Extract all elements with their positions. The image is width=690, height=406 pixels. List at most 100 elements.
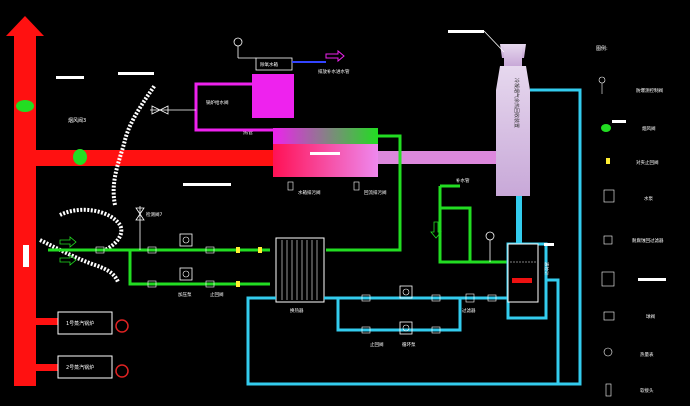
filter-icon[interactable] <box>465 293 475 303</box>
tower-label: 冷凝烟气余热回收装置 <box>513 78 520 128</box>
legend-label: 烟风阀 <box>642 125 656 132</box>
green-pipe <box>438 186 508 264</box>
tank-level-block <box>512 278 532 283</box>
legend-meter-icon <box>603 347 613 357</box>
burner-icon <box>115 364 129 378</box>
pump-icon[interactable] <box>399 321 413 335</box>
flex-hose <box>39 238 120 283</box>
tank-body <box>507 243 539 303</box>
pump-icon[interactable] <box>179 267 193 281</box>
magenta-pipe <box>194 82 273 132</box>
legend-label: 球阀 <box>646 313 655 320</box>
makeup-label: 排放补水进水管 <box>318 68 350 75</box>
legend-damper-icon <box>601 124 611 132</box>
legend-valve-icon <box>603 311 615 321</box>
pump-icon <box>402 288 410 296</box>
legend-check-icon <box>606 158 610 164</box>
horizontal-flue <box>36 150 276 166</box>
legend-gauge-icon <box>598 76 606 84</box>
valve-icon[interactable] <box>151 105 161 115</box>
valve-icon[interactable] <box>431 294 441 302</box>
label-bar <box>612 120 626 123</box>
valve-icon[interactable] <box>147 246 157 254</box>
boiler2-label: 2号蒸汽锅炉 <box>66 364 94 371</box>
valve-icon[interactable] <box>135 207 145 215</box>
label-bar <box>638 278 666 281</box>
check-valve-icon[interactable] <box>258 247 262 253</box>
valve-icon[interactable] <box>147 280 157 288</box>
boiler-2[interactable]: 2号蒸汽锅炉 <box>57 355 129 379</box>
drain-valve-icon[interactable] <box>353 181 360 191</box>
valve-icon[interactable] <box>205 246 215 254</box>
valve-icon[interactable] <box>95 246 105 254</box>
damper-icon[interactable] <box>16 100 34 112</box>
drain-valve-icon[interactable] <box>287 181 294 191</box>
legend-joint-icon <box>605 383 612 397</box>
label-bar <box>544 243 554 246</box>
legend-label: 防爆测控制阀 <box>636 87 663 94</box>
label-bar <box>23 245 29 267</box>
burner-icon <box>115 319 129 333</box>
legend-label: 对夹止回阀 <box>636 159 659 166</box>
deaerator-tank[interactable] <box>252 74 294 118</box>
legend-pump-icon <box>603 189 615 203</box>
plate-heat-exchanger[interactable]: 换热器 <box>275 237 325 314</box>
heat-recovery-unit: 热管 <box>243 128 506 177</box>
green-pipe <box>326 134 402 252</box>
legend-label: 耐腐蚀回过滤器 <box>632 237 664 244</box>
stop-valve2-label: 止回阀 <box>370 341 384 348</box>
boiler1-label: 1号蒸汽锅炉 <box>66 320 94 327</box>
exchanger-plates <box>281 240 318 300</box>
valve-icon[interactable] <box>431 326 441 334</box>
valve-icon[interactable] <box>487 294 497 302</box>
cyan-pipe <box>546 278 560 384</box>
label-bar <box>118 72 154 75</box>
exchanger-label: 换热器 <box>290 307 304 314</box>
pump-icon[interactable] <box>179 233 193 247</box>
stop-valve-label: 止回阀 <box>210 291 224 298</box>
gauge-icon[interactable] <box>485 231 495 241</box>
flex-hose <box>59 207 124 252</box>
boiler2-branch <box>36 364 66 371</box>
circ-pump-label: 循环泵 <box>402 341 416 348</box>
leader-line <box>483 30 505 53</box>
tower-neck <box>504 44 522 66</box>
flow-arrow <box>430 221 442 239</box>
valve-icon[interactable] <box>205 280 215 288</box>
valve-icon[interactable] <box>361 294 371 302</box>
tower-body <box>496 66 530 196</box>
flow-arrow <box>59 254 77 266</box>
label-bar <box>56 76 84 79</box>
pump-icon <box>182 270 190 278</box>
valve-icon[interactable] <box>361 326 371 334</box>
green-pipe <box>128 250 270 286</box>
check-valve-icon[interactable] <box>236 281 240 287</box>
makeup-water-label: 补水管 <box>456 177 470 184</box>
damper-icon[interactable] <box>73 149 87 165</box>
pump-icon <box>402 324 410 332</box>
tank-level-label: 液位计 <box>543 262 550 276</box>
flow-arrow <box>59 236 77 248</box>
water-tank[interactable]: 液位计 <box>507 243 554 303</box>
valve-icon[interactable] <box>159 105 169 115</box>
gauge-icon[interactable] <box>233 37 243 47</box>
main-flue-stack <box>14 34 36 386</box>
damper3-label: 烟风阀3 <box>68 117 86 124</box>
boiler-1[interactable]: 1号蒸汽锅炉 <box>57 311 129 335</box>
check-valve-icon[interactable] <box>236 247 240 253</box>
label-bar <box>448 30 484 33</box>
flex-hose <box>111 83 157 206</box>
boiler1-body <box>57 311 113 335</box>
valve-icon[interactable] <box>135 213 145 221</box>
boiler-feed-label: 锅炉给水阀 <box>206 99 229 106</box>
legend-label: 热量表 <box>640 351 654 358</box>
legend-label: 水泵 <box>644 195 653 202</box>
flex-hoses <box>39 83 157 283</box>
pump-icon[interactable] <box>399 285 413 299</box>
inflow-arrow <box>325 49 345 63</box>
legend: 图例: 防爆测控制阀 烟风阀 对夹止回阀 水泵 耐腐蚀回过滤器 球阀 热量表 软… <box>596 45 666 397</box>
outlet-flue <box>378 151 506 164</box>
deaerator-system: 除氧水箱 排放补水进水管 锅炉给水阀 <box>150 37 350 132</box>
green-pipe <box>440 206 472 262</box>
